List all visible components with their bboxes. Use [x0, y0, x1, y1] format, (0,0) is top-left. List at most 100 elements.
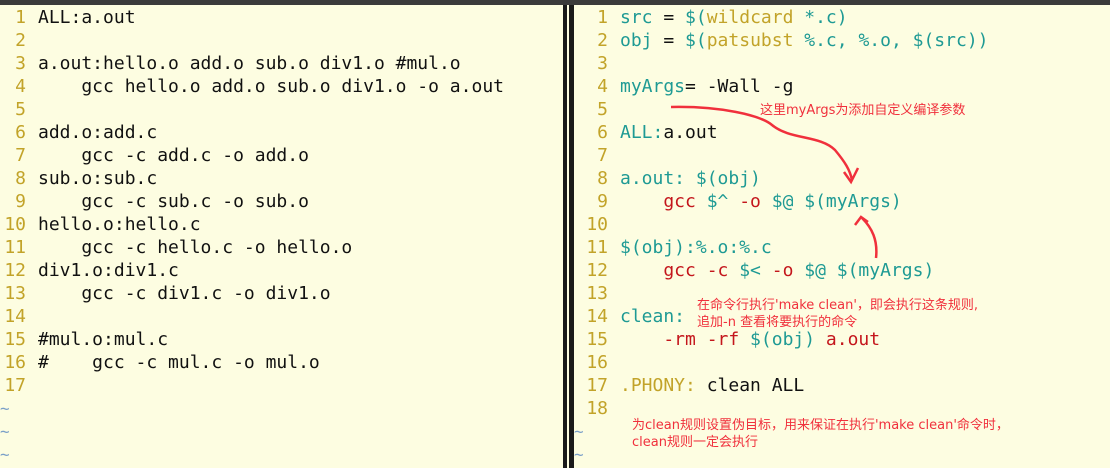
code-line[interactable]: 3 a.out:hello.o add.o sub.o div1.o #mul.o [0, 52, 562, 75]
code-token: patsubst [706, 30, 794, 51]
code-token: myArgs [620, 76, 686, 97]
code-token: $(obj):%.o:%.c [620, 237, 772, 258]
code-line[interactable]: 15 -rm -rf $(obj) a.out [574, 328, 1110, 351]
code-line[interactable]: 5 [0, 98, 562, 121]
code-line[interactable]: 2 obj = $(patsubst %.c, %.o, $(src)) [574, 29, 1110, 52]
line-number: 8 [15, 168, 26, 189]
line-number: 6 [597, 122, 608, 143]
code-line[interactable]: 16# gcc -c mul.c -o mul.o [0, 351, 562, 374]
code-line[interactable]: 18 [574, 397, 1110, 420]
line-number: 12 [586, 260, 608, 281]
split-divider[interactable] [563, 5, 574, 468]
code-line[interactable]: 9 gcc $^ -o $@ $(myArgs) [574, 190, 1110, 213]
line-number: 9 [15, 191, 26, 212]
code-token: $< [728, 260, 761, 281]
code-line[interactable]: 14 clean: [574, 305, 1110, 328]
code-line[interactable]: 2 [0, 29, 562, 52]
line-number: 16 [586, 352, 608, 373]
line-number: 8 [597, 168, 608, 189]
code-token: gcc -c hello.c -o hello.o [38, 237, 353, 258]
code-token: gcc [620, 191, 696, 212]
empty-line-tilde: ~ [0, 445, 10, 464]
annotation-phony: 为clean规则设置伪目标，用来保证在执行'make clean'命令时， cl… [632, 418, 1009, 450]
line-number: 14 [586, 306, 608, 327]
line-number: 2 [597, 30, 608, 51]
code-line[interactable]: 13 [574, 282, 1110, 305]
line-number: 3 [15, 53, 26, 74]
code-token: = -Wall -g [685, 76, 794, 97]
code-line[interactable]: 4 myArgs= -Wall -g [574, 75, 1110, 98]
code-line[interactable]: 12 gcc -c $< -o $@ $(myArgs) [574, 259, 1110, 282]
line-number: 15 [4, 329, 26, 350]
code-line[interactable]: 6 add.o:add.c [0, 121, 562, 144]
code-token: div1.o:div1.c [38, 260, 179, 281]
code-token: a.out [815, 329, 881, 350]
code-token: gcc -c [620, 260, 729, 281]
line-number: 6 [15, 122, 26, 143]
line-number: 4 [597, 76, 608, 97]
code-line[interactable]: 5 [574, 98, 1110, 121]
code-token: $@ $(myArgs) [793, 260, 935, 281]
empty-line-tilde: ~ [574, 422, 584, 441]
code-line[interactable]: 17 .PHONY: clean ALL [574, 374, 1110, 397]
code-line[interactable]: 16 [574, 351, 1110, 374]
code-line[interactable]: 10 [574, 213, 1110, 236]
code-token: sub.o:sub.c [38, 168, 158, 189]
code-token: -o [760, 260, 794, 281]
code-token: wildcard [706, 7, 794, 28]
line-number: 17 [586, 375, 608, 396]
line-number: 5 [15, 99, 26, 120]
code-line[interactable]: 4 gcc hello.o add.o sub.o div1.o -o a.ou… [0, 75, 562, 98]
code-token: %.c, %.o, $(src)) [793, 30, 989, 51]
line-number: 5 [597, 99, 608, 120]
code-line[interactable]: 3 [574, 52, 1110, 75]
code-line[interactable]: 7 [574, 144, 1110, 167]
line-number: 9 [597, 191, 608, 212]
code-token: ALL:a.out [38, 7, 136, 28]
code-line[interactable]: 17 [0, 374, 562, 397]
code-token: = [652, 30, 686, 51]
code-line[interactable]: 13 gcc -c div1.c -o div1.o [0, 282, 562, 305]
line-number: 2 [15, 30, 26, 51]
code-line[interactable]: 8 a.out: $(obj) [574, 167, 1110, 190]
code-line[interactable]: 12 div1.o:div1.c [0, 259, 562, 282]
annotation-clean: 在命令行执行'make clean'，即会执行这条规则, 追加-n 查看将要执行… [697, 298, 979, 330]
code-token: $(obj) [739, 329, 816, 350]
line-number: 17 [4, 375, 26, 396]
code-line[interactable]: 7 gcc -c add.c -o add.o [0, 144, 562, 167]
code-line[interactable]: 8 sub.o:sub.c [0, 167, 562, 190]
code-token: clean ALL [695, 375, 805, 396]
line-number: 12 [4, 260, 26, 281]
code-token: a.out [663, 122, 718, 143]
code-line[interactable]: 14 [0, 305, 562, 328]
code-token: a.out:hello.o add.o sub.o div1.o #mul.o [38, 53, 461, 74]
line-number: 3 [597, 53, 608, 74]
line-number: 13 [586, 283, 608, 304]
code-token: .PHONY: [620, 375, 696, 396]
line-number: 7 [597, 145, 608, 166]
code-line[interactable]: 11$(obj):%.o:%.c [574, 236, 1110, 259]
code-token: a.out: $(obj) [620, 168, 761, 189]
code-token: $( [685, 30, 707, 51]
line-number: 16 [4, 352, 26, 373]
code-token: #mul.o:mul.c [38, 329, 169, 350]
line-number: 14 [4, 306, 26, 327]
code-line[interactable]: 15 #mul.o:mul.c [0, 328, 562, 351]
code-line[interactable]: 9 gcc -c sub.c -o sub.o [0, 190, 562, 213]
code-line[interactable]: 11 gcc -c hello.c -o hello.o [0, 236, 562, 259]
code-token: add.o:add.c [38, 122, 158, 143]
annotation-myargs: 这里myArgs为添加自定义编译参数 [760, 103, 966, 118]
code-token: *.c) [793, 7, 848, 28]
code-token: clean: [620, 306, 686, 327]
code-token: $( [685, 7, 707, 28]
code-token: obj [620, 30, 653, 51]
empty-line-tilde: ~ [574, 445, 584, 464]
code-token: gcc -c sub.c -o sub.o [38, 191, 309, 212]
code-token: = [652, 7, 686, 28]
